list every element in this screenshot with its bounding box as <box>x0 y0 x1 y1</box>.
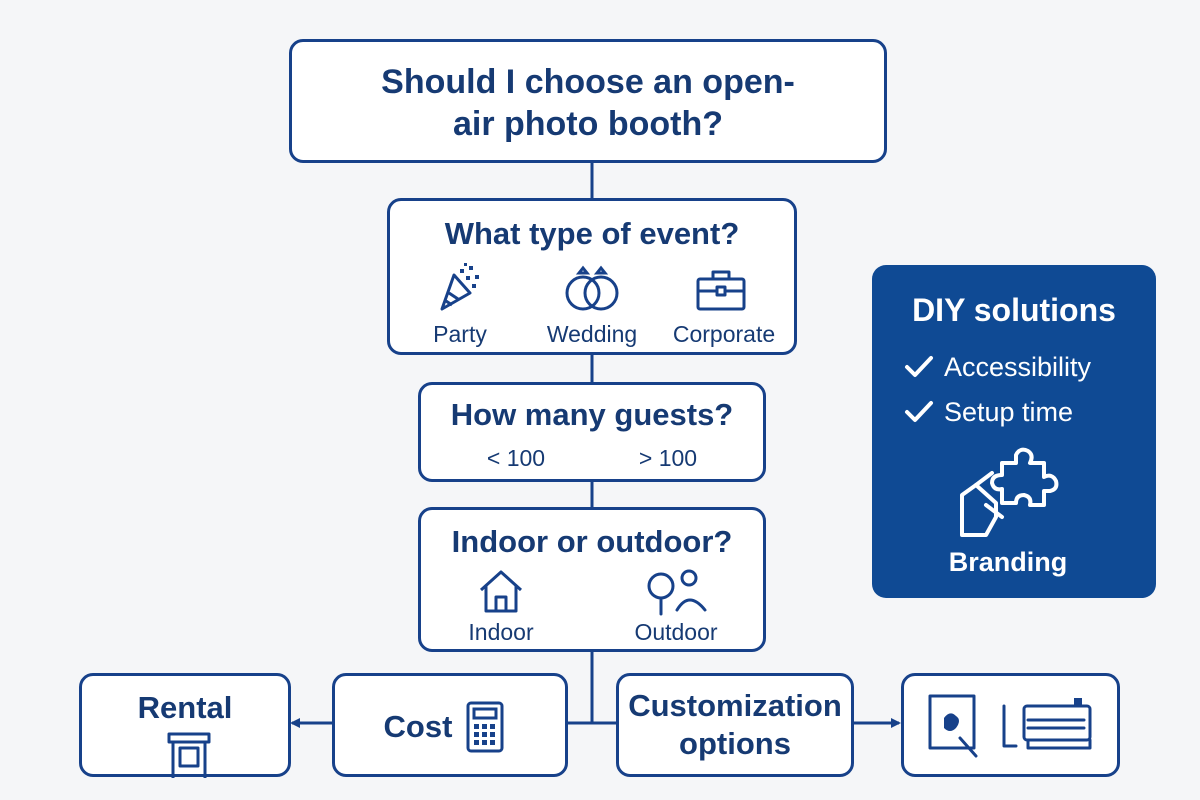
location-option-indoor-label: Indoor <box>468 619 534 645</box>
guests-box: How many guests? < 100 > 100 <box>418 382 766 482</box>
cost-label: Cost <box>383 709 453 744</box>
print-setup-box <box>901 673 1120 777</box>
diy-solutions-panel: DIY solutions Accessibility Setup time B… <box>872 265 1156 598</box>
customization-line-1: Customization <box>628 688 842 723</box>
event-option-wedding-label: Wedding <box>546 321 638 347</box>
title-box: Should I choose an open- air photo booth… <box>289 39 887 163</box>
briefcase-icon <box>696 270 746 311</box>
location-question: Indoor or outdoor? <box>451 524 733 559</box>
wedding-rings-icon <box>565 265 619 311</box>
guests-question: How many guests? <box>450 397 734 432</box>
customization-line-2: options <box>679 726 791 761</box>
diy-item-setup-time: Setup time <box>944 397 1074 427</box>
customization-box: Customization options <box>616 673 854 777</box>
guests-option-over-100: > 100 <box>638 445 698 471</box>
diy-branding-label: Branding <box>948 547 1068 577</box>
rental-label: Rental <box>137 690 233 725</box>
print-setup-icon <box>928 694 1092 758</box>
tree-person-icon <box>647 569 707 616</box>
location-box: Indoor or outdoor? Indoor Outdoor <box>418 507 766 652</box>
photo-booth-icon <box>167 732 211 778</box>
diy-title: DIY solutions <box>912 292 1116 328</box>
guests-option-under-100: < 100 <box>486 445 546 471</box>
title-line-1: Should I choose an open- <box>381 63 795 101</box>
title-line-2: air photo booth? <box>452 105 724 143</box>
puzzle-hand-icon <box>960 447 1059 537</box>
party-popper-icon <box>440 263 479 311</box>
event-option-corporate-label: Corporate <box>672 321 776 347</box>
check-icon <box>905 401 933 422</box>
event-type-question: What type of event? <box>444 216 740 251</box>
calculator-icon <box>466 701 504 753</box>
cost-box: Cost <box>332 673 568 777</box>
location-option-outdoor-label: Outdoor <box>634 619 718 645</box>
check-icon <box>905 356 933 377</box>
diy-item-accessibility: Accessibility <box>944 352 1092 382</box>
rental-box: Rental <box>79 673 291 778</box>
house-icon <box>479 570 523 613</box>
event-type-box: What type of event? Party Wedding <box>387 198 797 355</box>
event-option-party-label: Party <box>433 321 487 347</box>
